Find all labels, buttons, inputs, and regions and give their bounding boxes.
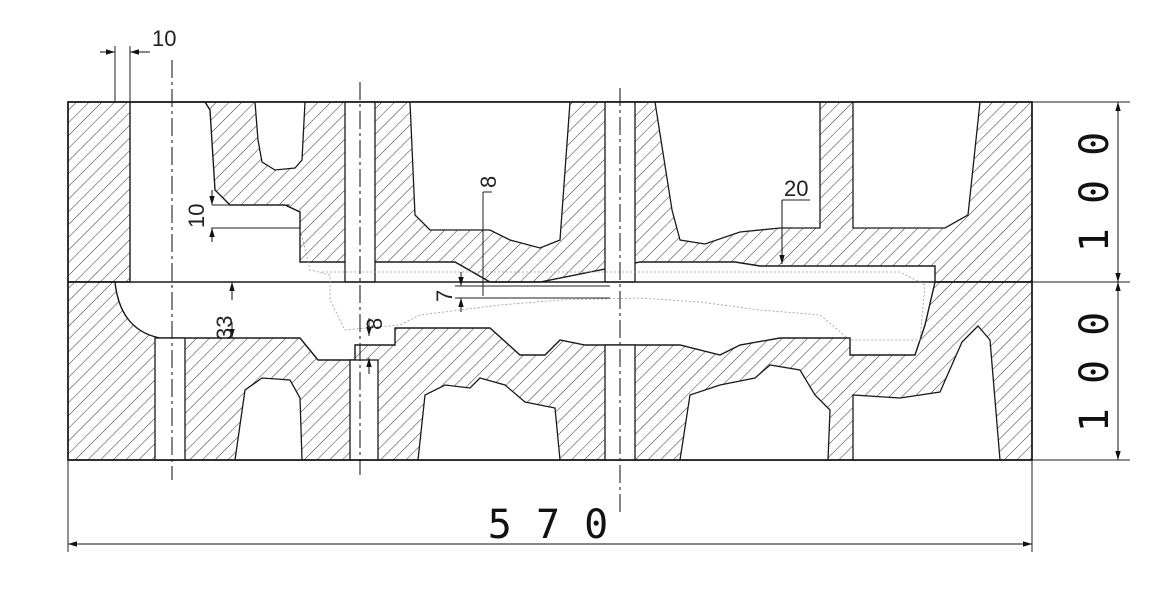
flash-8-lower-label: 8 bbox=[362, 318, 387, 330]
forging-contour bbox=[210, 227, 926, 341]
lower-channel-a bbox=[154, 337, 186, 461]
upper-pocket-1 bbox=[254, 101, 306, 171]
lower-pocket-2 bbox=[417, 377, 561, 461]
step-10-label: 10 bbox=[184, 204, 209, 228]
dimension-thickness-20: 20 bbox=[779, 176, 810, 264]
frame-lines bbox=[67, 101, 1130, 461]
lower-pocket-1 bbox=[234, 377, 303, 461]
upper-height-label: 1 0 0 bbox=[1072, 132, 1118, 252]
dimension-gate-width: 10 bbox=[100, 26, 176, 102]
upper-pocket-2 bbox=[409, 101, 571, 249]
dimension-flash-8-lower: 8 bbox=[362, 318, 387, 374]
dimension-lower-height: 1 0 0 bbox=[1072, 282, 1121, 460]
gate-width-label: 10 bbox=[152, 26, 176, 51]
flash-8-top-label: 8 bbox=[476, 176, 501, 188]
upper-pocket-3 bbox=[654, 101, 821, 245]
lower-channel-b bbox=[349, 359, 379, 461]
dimension-step-10: 10 bbox=[184, 190, 300, 242]
overall-width-label: 5 7 0 bbox=[488, 502, 608, 548]
upper-die bbox=[67, 101, 1033, 283]
dimension-upper-height: 1 0 0 bbox=[1072, 102, 1121, 282]
dimension-flash-7: 7 bbox=[432, 272, 610, 312]
lower-die bbox=[67, 281, 1033, 461]
dimension-flange-33: 33 bbox=[212, 282, 237, 340]
dimension-flash-8-top: 8 bbox=[476, 176, 501, 296]
dimension-overall-width: 5 7 0 bbox=[67, 460, 1033, 552]
flash-7-label: 7 bbox=[432, 290, 457, 302]
lower-pocket-4 bbox=[852, 325, 1001, 461]
center-lines bbox=[171, 60, 621, 515]
flange-33-label: 33 bbox=[212, 316, 237, 340]
thickness-20-label: 20 bbox=[784, 176, 808, 201]
lower-height-label: 1 0 0 bbox=[1072, 312, 1118, 432]
upper-pocket-4 bbox=[852, 101, 981, 229]
lower-pocket-3 bbox=[679, 364, 831, 461]
